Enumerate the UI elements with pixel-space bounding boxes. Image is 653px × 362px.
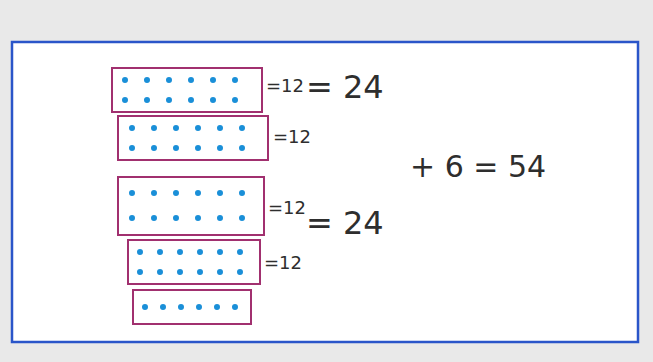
dots [129, 215, 245, 221]
group-count: =12 [264, 253, 302, 273]
dot-group-box [112, 68, 262, 112]
dots [129, 125, 245, 131]
pair-sum: = 24 [306, 70, 384, 105]
group-count: =12 [273, 127, 311, 147]
card [12, 42, 638, 342]
total-sum: + 6 = 54 [410, 150, 546, 183]
dots [129, 190, 245, 196]
dot-group-box [118, 116, 268, 160]
dots [129, 145, 245, 151]
group-count: =12 [268, 198, 306, 218]
dots [137, 249, 243, 255]
dots [122, 97, 238, 103]
pair-sum: = 24 [306, 206, 384, 241]
dot-group-box [133, 290, 251, 324]
dot-group-box [118, 177, 264, 235]
dots [137, 269, 243, 275]
dots [142, 304, 238, 310]
dots [122, 77, 238, 83]
group-count: =12 [266, 76, 304, 96]
dot-group-box [128, 240, 260, 284]
